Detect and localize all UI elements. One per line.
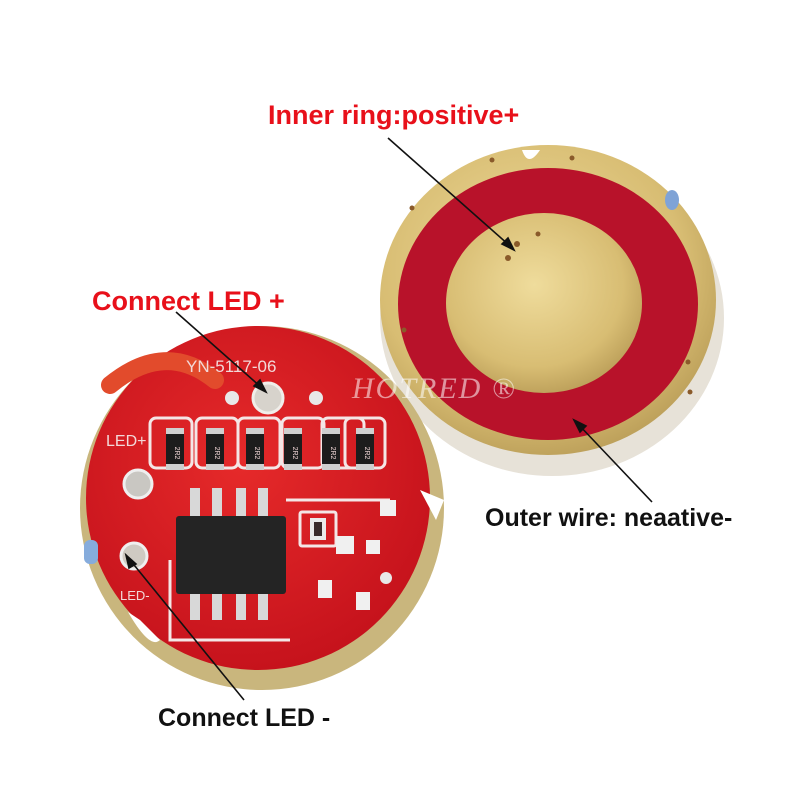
board-model-text: YN-5117-06 <box>186 357 276 376</box>
blue-wire-end <box>665 190 679 210</box>
front-board-notch <box>128 612 160 643</box>
board-led-positive-text: LED+ <box>106 433 146 450</box>
resistor-code: 2R2 <box>253 447 260 460</box>
back-board <box>380 145 724 476</box>
resistor <box>246 428 264 470</box>
back-board-notch <box>522 150 540 159</box>
via-hole <box>687 389 693 395</box>
via-hole <box>401 327 407 333</box>
inner-positive-pad <box>446 213 642 393</box>
via-hole <box>685 359 691 365</box>
resistor-code: 2R2 <box>329 447 336 460</box>
watermark: HOTRED ® <box>352 372 517 405</box>
resistor-code: 2R2 <box>173 447 180 460</box>
blue-wire-end <box>84 540 98 564</box>
via-pad <box>380 572 392 584</box>
solder-pad <box>380 500 396 516</box>
arrowhead <box>500 236 516 252</box>
ic-chip <box>176 488 286 620</box>
outer-wire-label: Outer wire: neaative- <box>485 504 733 532</box>
board-traces <box>148 416 390 642</box>
front-board: 2R2 2R2 2R2 2R2 2R2 2R2 <box>80 326 444 690</box>
via-hole <box>569 155 575 161</box>
via-hole <box>535 231 541 237</box>
red-wire <box>101 352 224 394</box>
smd-outline <box>298 510 338 548</box>
resistor-code: 2R2 <box>291 447 298 460</box>
led-positive-solder-pad <box>251 381 285 415</box>
arrowhead <box>252 378 268 394</box>
solder-pad <box>356 592 370 610</box>
resistor <box>166 428 184 470</box>
resistor <box>322 428 340 470</box>
resistor <box>206 428 224 470</box>
arrowhead <box>124 552 138 570</box>
resistor-code: 2R2 <box>213 447 220 460</box>
solder-pad <box>336 536 354 554</box>
front-board-notch <box>420 490 444 520</box>
resistor-row <box>166 428 374 470</box>
via-hole <box>489 157 495 163</box>
via-pad <box>309 391 323 405</box>
led-positive-pad <box>122 468 154 500</box>
via-hole <box>505 255 511 261</box>
resistor <box>356 428 374 470</box>
via-pad <box>225 391 239 405</box>
pointer-outer-wire <box>577 423 653 503</box>
resistor-code: 2R2 <box>363 447 370 460</box>
solder-pad <box>366 540 380 554</box>
pointer-inner-ring <box>387 137 511 247</box>
board-led-negative-text: LED- <box>120 588 150 603</box>
connect-led-positive-label: Connect LED + <box>92 286 285 316</box>
via-hole <box>409 205 415 211</box>
solder-pad <box>318 580 332 598</box>
arrowhead <box>572 418 588 434</box>
via-hole <box>514 241 520 247</box>
resistor <box>284 428 302 470</box>
connect-led-negative-label: Connect LED - <box>158 704 331 732</box>
smd-capacitor-body <box>314 522 322 536</box>
pointer-lines <box>124 137 653 701</box>
pointer-connect-led-negative <box>129 559 245 701</box>
pointer-connect-led-positive <box>175 311 263 389</box>
inner-ring-label: Inner ring:positive+ <box>268 100 520 130</box>
